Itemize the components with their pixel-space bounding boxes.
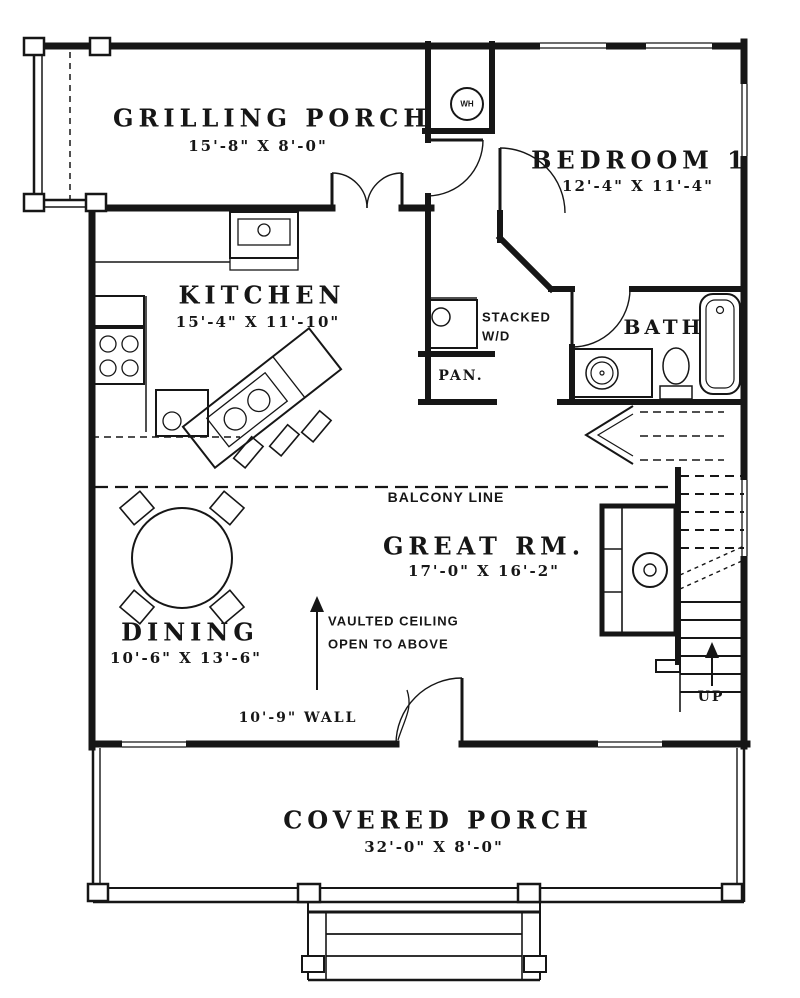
refrigerator [93, 295, 145, 327]
bedroom-window-top-1 [540, 41, 606, 50]
vaulted-ceiling-arrow-icon [310, 596, 324, 690]
mechanical-closet [599, 503, 679, 637]
up-label: UP [697, 689, 725, 705]
upper-flight-dashed-treads [680, 475, 744, 549]
windows [122, 41, 749, 749]
stacked-washer-dryer [426, 297, 478, 349]
bar-stools [232, 409, 333, 469]
hall-closet-bifold-door [584, 405, 634, 465]
bedroom-window-right [740, 84, 749, 156]
up-arrow-icon [705, 642, 719, 686]
bedroom-window-top-2 [646, 41, 712, 50]
prep-island [155, 389, 209, 437]
water-heater-label: WH [460, 99, 474, 109]
covered-porch-posts [86, 882, 744, 904]
vaulted-ceiling-note-line1: VAULTED CEILING [328, 613, 459, 629]
stacked-wd-label-line1: STACKED [482, 309, 551, 325]
vanity-sink [573, 348, 653, 398]
bath-fixtures [573, 293, 741, 400]
pantry-label: PAN. [438, 368, 484, 384]
covered-porch-dims: 32'-0" X 8'-0" [364, 838, 504, 856]
bedroom1-dims: 12'-4" X 11'-4" [562, 177, 714, 195]
hall-porch-door [427, 138, 484, 197]
vaulted-ceiling-note-line2: OPEN TO ABOVE [328, 636, 449, 652]
covered-porch-rail [91, 748, 746, 904]
dining-dims: 10'-6" X 13'-6" [110, 649, 262, 667]
interior-walls [418, 41, 747, 665]
newel-post [655, 659, 681, 673]
furnace-icon [632, 552, 668, 588]
doors [330, 138, 634, 745]
balcony-line-label: BALCONY LINE [387, 489, 505, 505]
bedroom1-label: BEDROOM 1 [531, 145, 749, 175]
grilling-porch-label: GRILLING PORCH [112, 103, 432, 133]
range [93, 327, 145, 385]
grilling-porch-dims: 15'-8" X 8'-0" [188, 137, 328, 155]
stair-window-right [740, 480, 749, 556]
kitchen-fixtures [92, 211, 343, 470]
water-heater [450, 87, 484, 121]
porch-posts [22, 36, 112, 213]
kitchen-double-door [330, 172, 404, 209]
staircase [655, 475, 745, 712]
bath-label: BATH [623, 315, 705, 339]
greatroom-window-bottom-2 [598, 740, 662, 749]
chair [208, 490, 246, 526]
stacked-wd-label-line2: W/D [482, 328, 511, 344]
kitchen-sink-counter [92, 211, 299, 271]
wall-note-leader [397, 689, 410, 741]
hall-dashed-lines [640, 411, 724, 461]
kitchen-label: KITCHEN [178, 280, 346, 310]
stair-break-line [679, 545, 745, 590]
chair [118, 490, 156, 526]
front-door [395, 677, 464, 745]
chair [118, 589, 156, 625]
dining-table [118, 490, 246, 625]
bedroom-door [498, 147, 566, 214]
kitchen-dims: 15'-4" X 11'-10" [175, 313, 341, 331]
great-room-dims: 17'-0" X 16'-2" [408, 562, 560, 580]
chair [208, 589, 246, 625]
bath-door [570, 288, 631, 348]
bathtub [699, 293, 741, 395]
covered-porch-label: COVERED PORCH [283, 805, 593, 835]
toilet [659, 347, 693, 400]
dining-label: DINING [121, 617, 259, 647]
great-room-label: GREAT RM. [382, 531, 586, 561]
porch-steps [301, 902, 547, 982]
wall-height-note: 10'-9" WALL [238, 710, 358, 726]
greatroom-window-bottom-1 [122, 740, 186, 749]
kitchen-island [181, 326, 343, 470]
grilling-porch-rail [30, 46, 92, 208]
